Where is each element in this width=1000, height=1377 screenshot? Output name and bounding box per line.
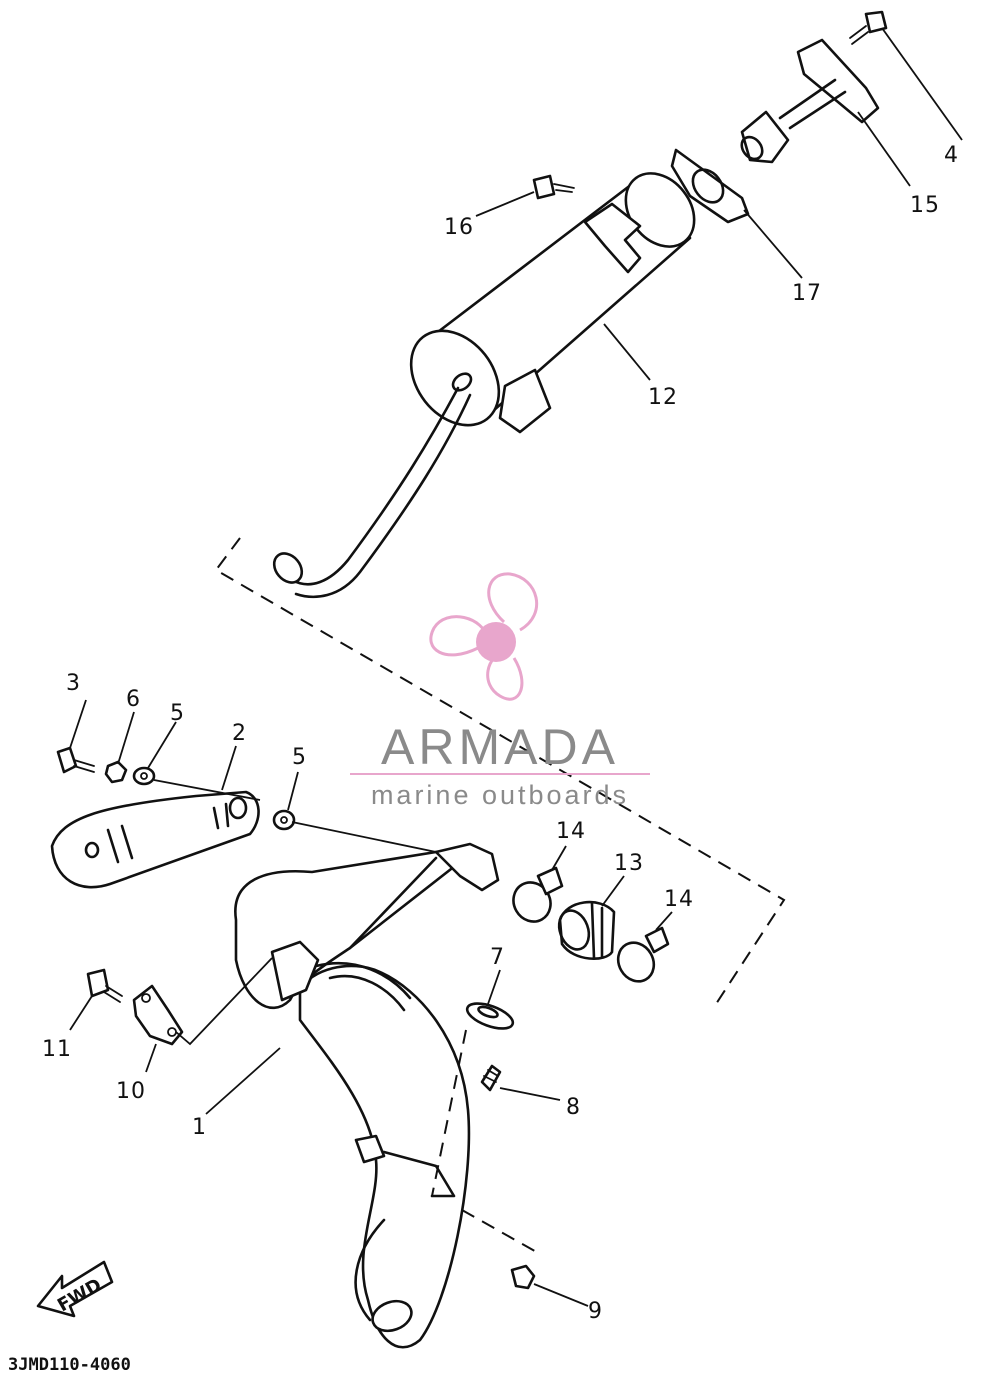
callout-label: 1	[192, 1115, 207, 1140]
washer-icon	[132, 766, 156, 786]
part-code: 3JMD110-4060	[8, 1355, 131, 1375]
stud-icon	[480, 1064, 502, 1092]
callout-label: 5	[292, 745, 307, 770]
callout-label: 17	[792, 281, 822, 306]
forward-arrow-icon: FWD	[36, 1260, 114, 1318]
nut-icon	[510, 1264, 536, 1290]
bolt-icon	[849, 10, 888, 45]
callout-label: 10	[116, 1079, 146, 1104]
callout-label: 14	[556, 819, 586, 844]
part-exhaust-chamber	[234, 842, 500, 1349]
part-damper	[465, 1002, 515, 1030]
callout-label: 6	[126, 687, 141, 712]
callout-label: 3	[66, 671, 81, 696]
callout-label: 2	[232, 721, 247, 746]
bolt-icon	[532, 174, 575, 200]
hose-clamp-icon	[512, 866, 564, 923]
bolt-icon	[56, 746, 95, 774]
callout-label: 7	[490, 945, 505, 970]
part-exhaust-joint	[557, 900, 616, 961]
callout-label: 15	[910, 193, 940, 218]
hose-clamp-icon	[616, 926, 670, 983]
propeller-icon	[429, 572, 539, 701]
part-muffler	[272, 172, 696, 599]
callout-label: 11	[42, 1037, 72, 1062]
callout-label: 9	[588, 1299, 603, 1324]
armada-logo: ARMADA marine outboards	[350, 572, 650, 810]
part-mounting-bracket	[50, 790, 260, 889]
part-small-bracket	[132, 984, 184, 1046]
callout-label: 4	[944, 143, 959, 168]
callout-label: 14	[664, 887, 694, 912]
part-gasket	[670, 148, 750, 224]
callout-label: 16	[444, 215, 474, 240]
part-spark-arrester	[740, 38, 880, 164]
bolt-icon	[86, 968, 123, 1003]
brand-name: ARMADA	[381, 719, 619, 775]
callout-label: 13	[614, 851, 644, 876]
callout-label: 5	[170, 701, 185, 726]
brand-tagline: marine outboards	[371, 780, 629, 810]
callout-label: 8	[566, 1095, 581, 1120]
washer-icon	[272, 809, 296, 831]
nut-icon	[104, 760, 128, 784]
callout-label: 12	[648, 385, 678, 410]
